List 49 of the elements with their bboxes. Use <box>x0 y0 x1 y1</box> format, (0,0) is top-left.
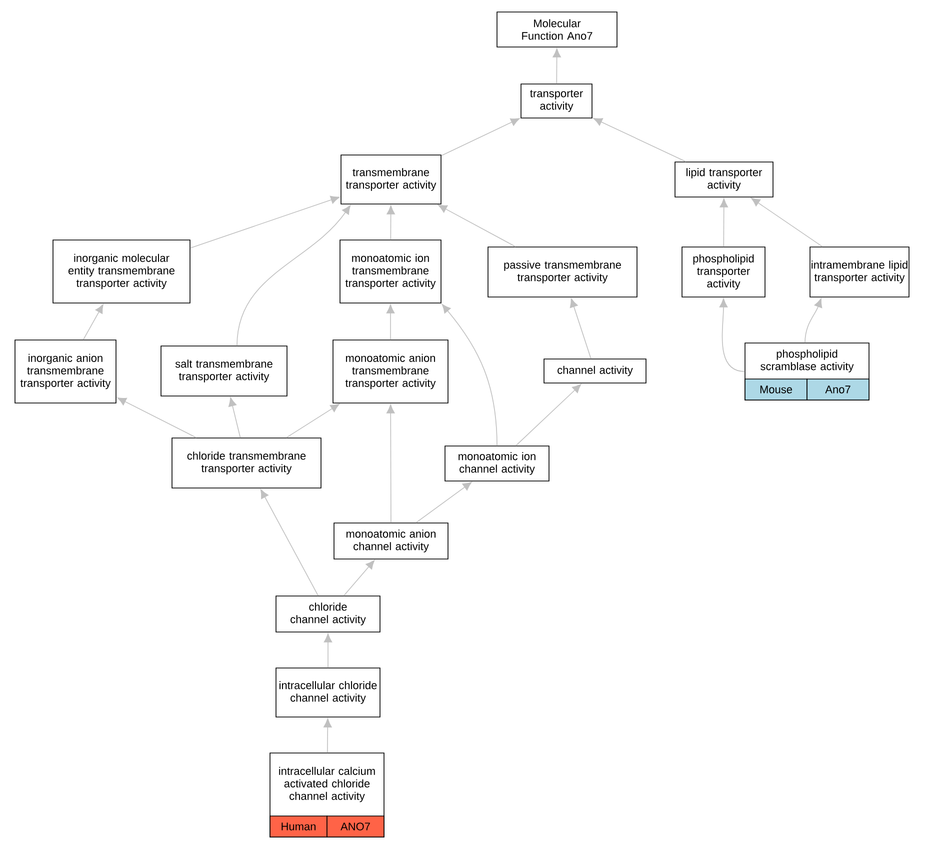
species-cell: Human <box>270 816 328 838</box>
arrow <box>324 718 332 753</box>
species-cell: Mouse <box>744 378 808 400</box>
arrow <box>82 304 104 340</box>
arrow <box>804 298 822 343</box>
arrow <box>416 482 472 523</box>
term-box: intracellular chloride channel activity <box>276 668 380 718</box>
term-box: monoatomic anion transmembrane transporter activity <box>332 340 448 404</box>
term-box: transmembrane transporter activity <box>340 154 442 204</box>
arrow <box>552 48 561 84</box>
arrow <box>343 560 375 596</box>
arrow <box>228 397 241 438</box>
gene-cell: ANO7 <box>326 816 384 838</box>
term-box: monoatomic ion channel activity <box>444 446 550 482</box>
arrow <box>570 298 592 359</box>
arrow <box>441 118 520 156</box>
term-box: phospholipid transporter activity <box>682 246 766 298</box>
term-box: transporter activity <box>520 84 592 118</box>
term-box: inorganic anion transmembrane transporter activity <box>14 340 116 404</box>
arrow <box>438 204 516 247</box>
term-box: monoatomic ion transmembrane transporter activity <box>340 240 442 304</box>
term-label: phospholipid scramblase activity <box>760 350 854 372</box>
term-box: channel activity <box>544 358 646 384</box>
term-box: monoatomic anion channel activity <box>334 522 448 560</box>
arrow <box>236 205 351 346</box>
arrow <box>386 404 395 523</box>
term-label: intracellular calcium activated chloride channel activity <box>279 766 375 802</box>
arrow <box>260 489 318 596</box>
term-box: inorganic molecular entity transmembrane transporter activity <box>52 240 190 304</box>
arrow <box>386 304 395 340</box>
arrow <box>750 198 823 247</box>
arrow <box>720 198 728 247</box>
term-box: salt transmembrane transporter activity <box>160 346 288 396</box>
term-box: chloride channel activity <box>276 596 380 632</box>
arrow <box>324 633 332 668</box>
arrow <box>442 304 498 446</box>
arrow <box>593 118 686 162</box>
arrow <box>190 196 340 248</box>
arrow <box>117 397 197 438</box>
term-box: passive transmembrane transporter activity <box>488 246 638 298</box>
arrow <box>719 298 746 372</box>
arrow <box>286 404 340 438</box>
term-box: Molecular Function Ano7 <box>496 12 618 48</box>
gene-cell: Ano7 <box>806 378 870 400</box>
term-box: lipid transporter activity <box>674 162 774 198</box>
arrow <box>386 205 395 240</box>
term-box: intramembrane lipid transporter activity <box>810 246 910 298</box>
term-box: chloride transmembrane transporter activity <box>172 438 322 488</box>
arrow <box>516 384 582 446</box>
